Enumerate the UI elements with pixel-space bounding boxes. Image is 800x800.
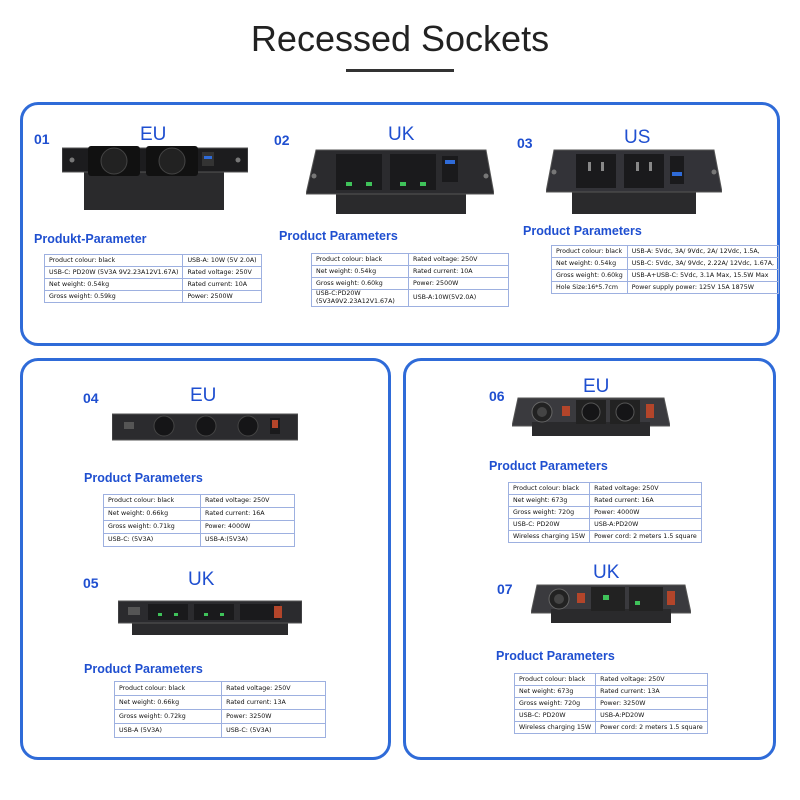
product-05-params-title: Product Parameters bbox=[84, 662, 203, 676]
spec-cell: Rated current: 10A bbox=[408, 265, 509, 278]
spec-cell: Gross weight: 0.72kg bbox=[113, 709, 223, 724]
spec-cell: Rated current: 13A bbox=[221, 695, 326, 710]
spec-cell: Rated voltage: 250V bbox=[182, 266, 262, 279]
spec-cell: Rated voltage: 250V bbox=[589, 482, 702, 495]
spec-cell: Power: 4000W bbox=[589, 506, 702, 519]
product-01-eu-socket-image bbox=[62, 146, 248, 210]
spec-cell: Power: 3250W bbox=[221, 709, 326, 724]
spec-cell: USB-C: (5V3A) bbox=[103, 533, 201, 547]
product-02-params-title: Product Parameters bbox=[279, 229, 398, 243]
spec-cell: Power: 3250W bbox=[595, 697, 708, 710]
spec-cell: Net weight: 673g bbox=[513, 685, 597, 698]
spec-cell: Net weight: 0.54kg bbox=[551, 257, 628, 270]
spec-cell: Net weight: 673g bbox=[507, 494, 591, 507]
product-04-region: EU bbox=[190, 385, 217, 406]
product-02-uk-socket-image bbox=[306, 149, 494, 214]
product-04-params-title: Product Parameters bbox=[84, 471, 203, 485]
spec-cell: Product colour: black bbox=[43, 254, 184, 267]
spec-cell: Rated current: 16A bbox=[200, 507, 295, 521]
spec-cell: Gross weight: 0.59kg bbox=[43, 290, 184, 303]
spec-cell: Power: 2500W bbox=[408, 277, 509, 290]
product-01-number: 01 bbox=[34, 131, 50, 147]
product-05-uk-socket-image bbox=[118, 600, 302, 635]
product-01-params-title: Produkt-Parameter bbox=[34, 232, 147, 246]
spec-cell: USB-C: 5Vdc, 3A/ 9Vdc, 2.22A/ 12Vdc, 1.6… bbox=[626, 257, 780, 270]
product-03-region: US bbox=[624, 127, 651, 148]
spec-cell: Rated voltage: 250V bbox=[200, 494, 295, 508]
product-03-params-title: Product Parameters bbox=[523, 224, 642, 238]
spec-cell: Product colour: black bbox=[113, 681, 223, 696]
spec-cell: Gross weight: 0.71kg bbox=[103, 520, 201, 534]
spec-cell: USB-C: PD20W (5V3A 9V2.23A12V1.67A) bbox=[43, 266, 184, 279]
product-04-eu-socket-image bbox=[112, 413, 298, 441]
spec-cell: Rated voltage: 250V bbox=[221, 681, 326, 696]
spec-cell: Gross weight: 0.60kg bbox=[311, 277, 409, 290]
product-07-region: UK bbox=[593, 562, 620, 583]
spec-cell: USB-A:(5V3A) bbox=[200, 533, 295, 547]
spec-cell: USB-C: PD20W bbox=[507, 518, 591, 531]
spec-cell: Product colour: black bbox=[311, 253, 409, 266]
spec-cell: Net weight: 0.54kg bbox=[43, 278, 184, 291]
spec-cell: USB-A: 5Vdc, 3A/ 9Vdc, 2A/ 12Vdc, 1.5A, bbox=[626, 245, 780, 258]
spec-cell: Wireless charging 15W bbox=[507, 530, 591, 543]
spec-cell: USB-A (5V3A) bbox=[113, 723, 223, 738]
spec-cell: Product colour: black bbox=[513, 673, 597, 686]
spec-cell: Net weight: 0.66kg bbox=[103, 507, 201, 521]
spec-cell: USB-A:PD20W bbox=[589, 518, 702, 531]
spec-cell: USB-C: (5V3A) bbox=[221, 723, 326, 738]
spec-cell: USB-A+USB-C: 5Vdc, 3.1A Max, 15.5W Max bbox=[626, 269, 780, 282]
spec-cell: Rated current: 10A bbox=[182, 278, 262, 291]
spec-cell: Product colour: black bbox=[551, 245, 628, 258]
spec-cell: Power cord: 2 meters 1.5 square bbox=[595, 721, 708, 734]
product-07-uk-socket-image bbox=[531, 584, 691, 623]
spec-cell: Gross weight: 720g bbox=[507, 506, 591, 519]
spec-cell: Power: 4000W bbox=[200, 520, 295, 534]
spec-cell: USB-A: 10W (5V 2.0A) bbox=[182, 254, 262, 267]
spec-cell: USB-A:10W(5V2.0A) bbox=[408, 289, 509, 307]
title-underline bbox=[346, 69, 454, 72]
product-06-params-title: Product Parameters bbox=[489, 459, 608, 473]
spec-cell: Product colour: black bbox=[103, 494, 201, 508]
product-04-number: 04 bbox=[83, 390, 99, 406]
spec-cell: Wireless charging 15W bbox=[513, 721, 597, 734]
spec-cell: Net weight: 0.66kg bbox=[113, 695, 223, 710]
spec-cell: Power cord: 2 meters 1.5 square bbox=[589, 530, 702, 543]
product-06-eu-socket-image bbox=[512, 397, 670, 436]
spec-cell: USB-C: PD20W bbox=[513, 709, 597, 722]
spec-cell: USB-A:PD20W bbox=[595, 709, 708, 722]
product-07-number: 07 bbox=[497, 581, 513, 597]
spec-cell: Rated current: 16A bbox=[589, 494, 702, 507]
spec-cell: Hole Size:16*5.7cm bbox=[551, 281, 628, 294]
spec-cell: Net weight: 0.54kg bbox=[311, 265, 409, 278]
product-05-number: 05 bbox=[83, 575, 99, 591]
spec-cell: Gross weight: 0.60kg bbox=[551, 269, 628, 282]
product-02-number: 02 bbox=[274, 132, 290, 148]
spec-cell: Rated voltage: 250V bbox=[595, 673, 708, 686]
product-06-region: EU bbox=[583, 376, 610, 397]
spec-cell: Rated voltage: 250V bbox=[408, 253, 509, 266]
spec-cell: Gross weight: 720g bbox=[513, 697, 597, 710]
product-03-number: 03 bbox=[517, 135, 533, 151]
spec-cell: Power: 2500W bbox=[182, 290, 262, 303]
product-06-number: 06 bbox=[489, 388, 505, 404]
spec-cell: Power supply power: 125V 15A 1875W bbox=[626, 281, 780, 294]
spec-cell: Rated current: 13A bbox=[595, 685, 708, 698]
page-title: Recessed Sockets bbox=[250, 18, 550, 59]
product-05-region: UK bbox=[188, 569, 215, 590]
product-01-region: EU bbox=[140, 124, 167, 145]
spec-cell: Product colour: black bbox=[507, 482, 591, 495]
product-03-us-socket-image bbox=[546, 149, 722, 214]
product-02-region: UK bbox=[388, 124, 415, 145]
spec-cell: USB-C:PD20W (5V3A9V2.23A12V1.67A) bbox=[311, 289, 409, 307]
product-07-params-title: Product Parameters bbox=[496, 649, 615, 663]
